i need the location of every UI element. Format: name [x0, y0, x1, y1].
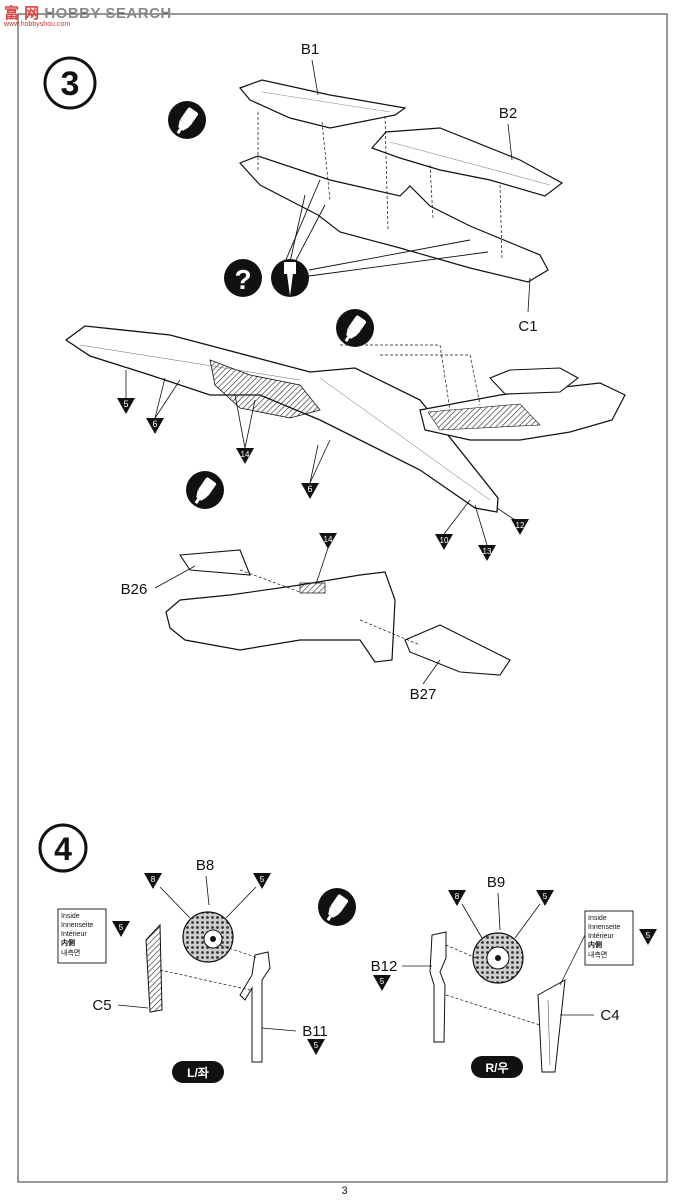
glue-tube-icon — [336, 309, 374, 347]
step-3-circle — [43, 56, 97, 110]
label-b26: B26 — [121, 581, 148, 598]
svg-text:Intérieur: Intérieur — [588, 933, 614, 940]
glue-tube-icon — [318, 888, 356, 926]
svg-text:Innenseite: Innenseite — [61, 922, 93, 929]
step-3-number: 3 — [61, 65, 80, 103]
svg-text:5: 5 — [314, 1041, 319, 1050]
watermark-main: 富 网 HOBBY SEARCH — [4, 5, 172, 22]
label-b2: B2 — [499, 105, 517, 122]
svg-text:内側: 内側 — [61, 938, 75, 947]
svg-text:内側: 内側 — [588, 940, 602, 949]
svg-text:5: 5 — [119, 923, 124, 932]
part-c5-shape — [145, 923, 163, 1013]
glue-tube-icon — [168, 101, 206, 139]
label-b9: B9 — [487, 874, 505, 891]
svg-text:14: 14 — [324, 535, 333, 544]
wing-assembly — [64, 325, 499, 513]
part-c4-shape — [537, 979, 566, 1073]
svg-text:내측면: 내측면 — [588, 950, 607, 959]
step-4: 4 B8 8 5 Inside Innenseite Intérieur 内側 … — [38, 823, 657, 1083]
step-4-circle — [38, 823, 88, 873]
svg-text:L/좌: L/좌 — [187, 1065, 209, 1080]
label-b12: B12 — [371, 958, 398, 975]
svg-text:8: 8 — [151, 875, 156, 884]
svg-text:12: 12 — [516, 521, 525, 530]
label-c1: C1 — [518, 318, 537, 335]
question-mark-icon — [224, 259, 262, 297]
part-b1-shape — [238, 79, 407, 129]
watermark: 富 网 HOBBY SEARCH www.hobbyshou.com — [4, 2, 172, 28]
svg-text:Inside: Inside — [588, 915, 607, 922]
label-b27: B27 — [410, 686, 437, 703]
label-b1: B1 — [301, 41, 319, 58]
svg-text:5: 5 — [380, 977, 385, 986]
svg-text:Intérieur: Intérieur — [61, 931, 87, 938]
svg-text:5: 5 — [646, 931, 651, 940]
svg-text:5: 5 — [123, 399, 128, 409]
right-side-badge — [471, 1056, 523, 1078]
label-c5: C5 — [92, 997, 111, 1014]
part-b2-shape — [370, 127, 564, 197]
label-b11: B11 — [302, 1023, 328, 1040]
svg-text:Innenseite: Innenseite — [588, 924, 620, 931]
tail-fuselage — [165, 571, 396, 663]
inside-note-left — [57, 908, 107, 964]
step-4-number: 4 — [54, 831, 72, 867]
part-b11-shape — [239, 951, 271, 1063]
part-b26-shape — [179, 549, 251, 576]
page-frame — [17, 13, 668, 1183]
svg-text:8: 8 — [455, 892, 460, 901]
svg-text:10: 10 — [440, 536, 449, 545]
svg-text:6: 6 — [307, 484, 312, 494]
svg-text:R/우: R/우 — [485, 1061, 508, 1075]
svg-text:14: 14 — [241, 450, 250, 459]
svg-text:6: 6 — [152, 419, 157, 429]
watermark-url: www.hobbyshou.com — [4, 21, 71, 28]
page-number: 3 — [341, 1185, 348, 1197]
svg-text:5: 5 — [543, 892, 548, 901]
svg-text:?: ? — [234, 264, 251, 295]
svg-text:내측면: 내측면 — [61, 948, 80, 957]
part-b12-shape — [429, 931, 447, 1043]
left-side-badge — [172, 1061, 224, 1083]
label-c4: C4 — [600, 1007, 619, 1024]
svg-text:Inside: Inside — [61, 913, 80, 920]
label-b8: B8 — [196, 857, 214, 874]
svg-text:13: 13 — [483, 547, 492, 556]
part-b27-shape — [404, 624, 511, 676]
svg-text:5: 5 — [260, 875, 265, 884]
step-3: 3 B1 B2 C1 ? — [43, 41, 626, 703]
inside-note-right — [584, 910, 634, 966]
glue-tube-icon — [186, 471, 224, 509]
